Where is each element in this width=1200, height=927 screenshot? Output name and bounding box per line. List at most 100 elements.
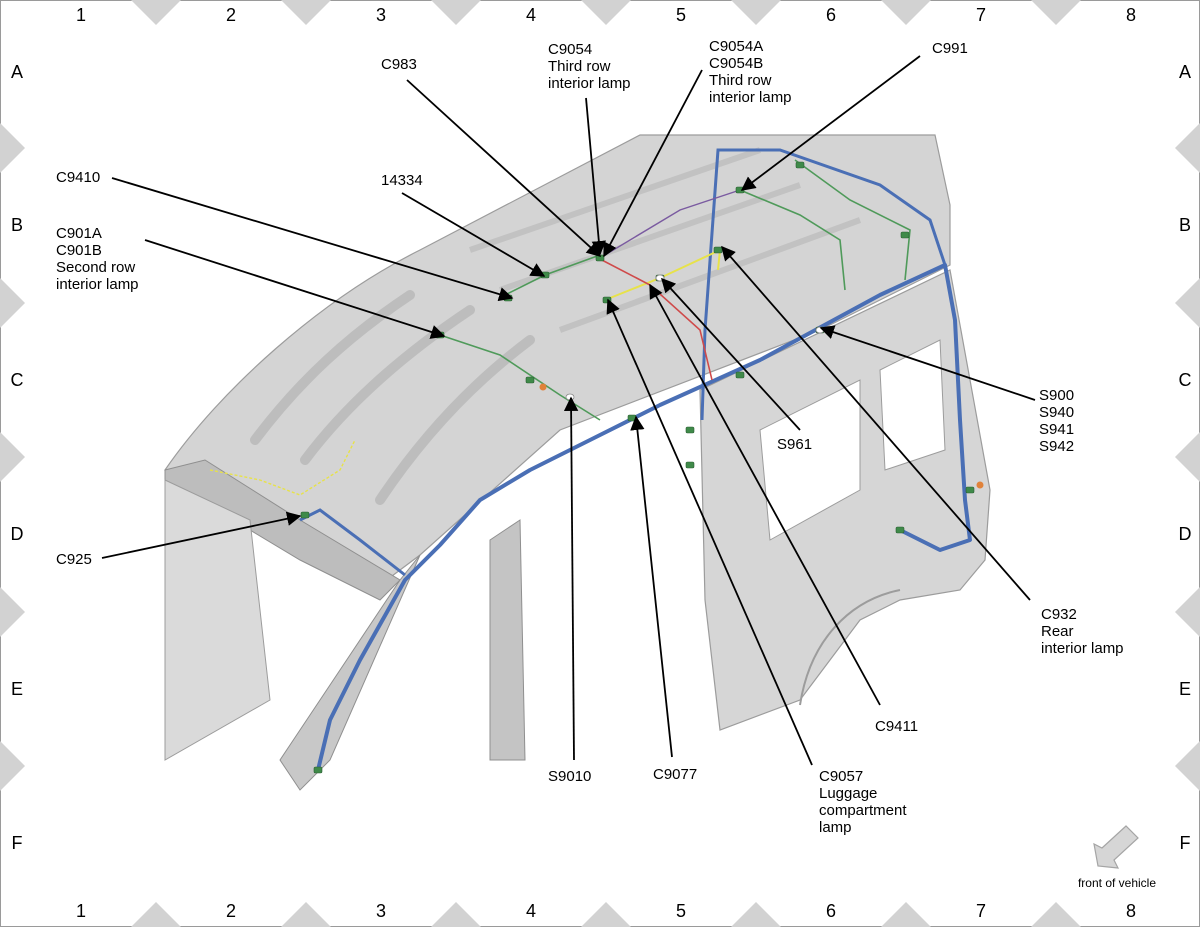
connector-icon bbox=[965, 486, 975, 494]
connector-icon bbox=[976, 481, 984, 489]
connector-icon bbox=[795, 161, 805, 169]
grid-marker-top bbox=[1031, 0, 1081, 25]
roof-rib bbox=[300, 305, 475, 465]
grid-row-left-c: C bbox=[11, 370, 24, 390]
callout-s961: S961 bbox=[777, 436, 812, 453]
connector-icon bbox=[685, 426, 695, 434]
grid-marker-right bbox=[1175, 123, 1200, 173]
grid-marker-left bbox=[0, 278, 25, 328]
callout-c983: C983 bbox=[381, 56, 417, 73]
leader-line-c9410 bbox=[111, 177, 514, 302]
harness-roof-blue bbox=[700, 148, 947, 421]
leader-line-c9077 bbox=[630, 415, 673, 758]
connector-icon bbox=[313, 766, 323, 774]
roof-rib bbox=[469, 147, 761, 253]
grid-col-bottom-6: 6 bbox=[826, 901, 836, 921]
grid-col-top-5: 5 bbox=[676, 5, 686, 25]
grid-marker-bottom bbox=[881, 902, 931, 927]
leader-line-s961 bbox=[661, 277, 801, 431]
wiring-harness bbox=[209, 148, 972, 771]
harness-purple bbox=[599, 189, 741, 259]
grid-row-right-f: F bbox=[1180, 833, 1191, 853]
grid-marker-right bbox=[1175, 741, 1200, 791]
grid-col-bottom-4: 4 bbox=[526, 901, 536, 921]
grid-marker-bottom bbox=[281, 902, 331, 927]
leader-line-c932 bbox=[721, 245, 1031, 601]
splice-icon bbox=[565, 393, 575, 401]
grid-marker-top bbox=[431, 0, 481, 25]
callout-c9057: C9057 Luggage compartment lamp bbox=[819, 768, 911, 836]
grid-col-top-4: 4 bbox=[526, 5, 536, 25]
callout-14334: 14334 bbox=[381, 172, 423, 189]
grid-marker-top bbox=[881, 0, 931, 25]
callout-c901a-c901b: C901A C901B Second row interior lamp bbox=[56, 225, 139, 293]
leader-line-c9057 bbox=[606, 298, 813, 766]
leader-line-c9411 bbox=[649, 283, 881, 706]
connector-icon bbox=[525, 376, 535, 384]
grid-row-right-b: B bbox=[1179, 215, 1191, 235]
grid-row-right-c: C bbox=[1179, 370, 1192, 390]
grid-col-bottom-1: 1 bbox=[76, 901, 86, 921]
harness-red bbox=[597, 257, 713, 381]
b-pillar bbox=[489, 519, 526, 761]
connector-icon bbox=[900, 231, 910, 239]
grid-marker-right bbox=[1175, 278, 1200, 328]
harness-green-rear bbox=[739, 189, 846, 291]
grid-col-bottom-8: 8 bbox=[1126, 901, 1136, 921]
grid-marker-top bbox=[131, 0, 181, 25]
grid-marker-left bbox=[0, 432, 25, 482]
callout-s9010: S9010 bbox=[548, 768, 591, 785]
grid-marker-right bbox=[1175, 587, 1200, 637]
grid-row-left-b: B bbox=[11, 215, 23, 235]
harness-yellow-roof bbox=[604, 248, 722, 301]
side-window bbox=[879, 339, 946, 471]
grid-col-bottom-5: 5 bbox=[676, 901, 686, 921]
callout-s900-group: S900 S940 S941 S942 bbox=[1039, 387, 1078, 455]
connector-icon bbox=[685, 461, 695, 469]
grid-col-top-7: 7 bbox=[976, 5, 986, 25]
connector-icon bbox=[627, 414, 637, 422]
callout-c9054: C9054 Third row interior lamp bbox=[548, 41, 631, 92]
grid-marker-bottom bbox=[1031, 902, 1081, 927]
harness-yellow-front bbox=[209, 439, 356, 496]
callout-labels: C983 C9054 Third row interior lamp C9054… bbox=[56, 38, 1124, 836]
callout-c9077: C9077 bbox=[653, 766, 697, 783]
grid-col-top-3: 3 bbox=[376, 5, 386, 25]
grid-marker-top bbox=[731, 0, 781, 25]
callout-c932: C932 Rear interior lamp bbox=[1041, 606, 1124, 657]
side-window bbox=[759, 379, 861, 541]
roof-rib bbox=[375, 335, 535, 505]
grid-marker-left bbox=[0, 123, 25, 173]
leader-line-c9054 bbox=[585, 97, 607, 256]
grid-row-left-f: F bbox=[12, 833, 23, 853]
connector-icon bbox=[713, 246, 723, 254]
grid-marker-bottom bbox=[731, 902, 781, 927]
grid-marker-top bbox=[281, 0, 331, 25]
grid-marker-bottom bbox=[581, 902, 631, 927]
grid-row-right-a: A bbox=[1179, 62, 1191, 82]
callout-c991: C991 bbox=[932, 40, 968, 57]
roof-panel bbox=[164, 134, 951, 586]
grid-col-top-2: 2 bbox=[226, 5, 236, 25]
leader-line-c983 bbox=[406, 79, 602, 257]
callout-c9410: C9410 bbox=[56, 169, 100, 186]
front-of-vehicle-indicator: front of vehicle bbox=[1078, 825, 1156, 890]
grid-row-left-d: D bbox=[11, 524, 24, 544]
front-of-vehicle-label: front of vehicle bbox=[1078, 876, 1156, 890]
connector-icon bbox=[300, 511, 310, 519]
vehicle-body bbox=[164, 134, 991, 791]
wheel-arch bbox=[799, 589, 901, 706]
front-arrow-icon bbox=[1093, 825, 1139, 869]
leader-line-p14334 bbox=[401, 192, 546, 277]
grid-marker-left bbox=[0, 587, 25, 637]
grid-marker-bottom bbox=[131, 902, 181, 927]
grid-col-bottom-2: 2 bbox=[226, 901, 236, 921]
grid-marker-left bbox=[0, 741, 25, 791]
callout-c925: C925 bbox=[56, 551, 92, 568]
roof-rib bbox=[250, 290, 415, 445]
harness-main-blue bbox=[316, 263, 972, 771]
grid-marker-top bbox=[581, 0, 631, 25]
grid-labels: 1 2 3 4 5 6 7 8 1 2 3 4 5 6 7 8 A B C D … bbox=[11, 5, 1192, 921]
